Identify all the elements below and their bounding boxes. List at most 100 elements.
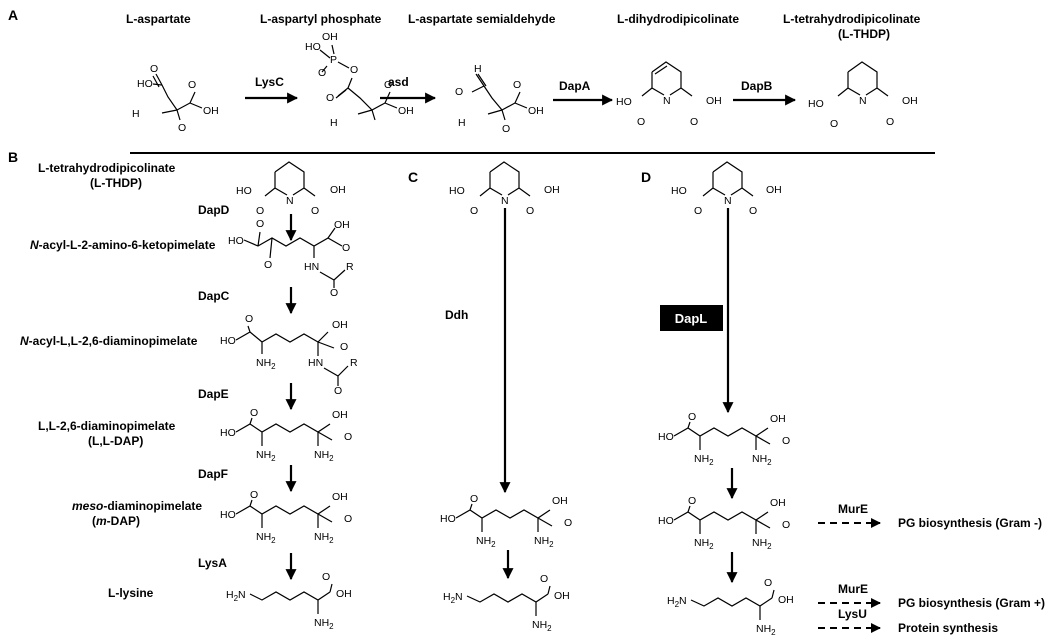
structure-l-thdp: N HO O OH O [808, 61, 918, 130]
atom-label: O [526, 205, 534, 217]
atom-label: O [150, 63, 158, 75]
atom-label: HO [236, 185, 252, 197]
structure-n-acyl-ketopimelate: HO O O OH O HN R O [228, 218, 354, 299]
compound-label: L-aspartate semialdehyde [408, 12, 556, 26]
compound-label: (m-DAP) [92, 514, 140, 528]
atom-label: N [663, 95, 671, 107]
atom-label: OH [544, 184, 560, 196]
atom-label: OH [766, 184, 782, 196]
atom-label: O [340, 341, 348, 353]
structure-ll-dap: HO O OH O NH2 NH2 [658, 411, 790, 467]
atom-label: HO [305, 41, 321, 53]
atom-label: O [513, 79, 521, 91]
atom-label: O [886, 116, 894, 128]
atom-label: NH2 [256, 531, 276, 545]
enzyme-label: MurE [838, 502, 868, 516]
enzyme-label: DapL [675, 311, 708, 326]
structure-l-thdp: N HO O OH O [671, 161, 782, 217]
atom-label: O [764, 577, 772, 589]
structure-l-lysine: H2N O OH NH2 [443, 573, 570, 633]
atom-label: NH2 [532, 619, 552, 633]
atom-label: HO [440, 513, 456, 525]
atom-label: O [188, 79, 196, 91]
atom-label: O [311, 205, 319, 217]
atom-label: O [318, 67, 326, 79]
atom-label: H2N [443, 591, 463, 605]
dapl-badge: DapL [660, 305, 723, 331]
compound-label: L-aspartate [126, 12, 191, 26]
atom-label: N [286, 195, 294, 207]
atom-label: OH [203, 105, 219, 117]
structure-l-dihydrodipicolinate: N HO O OH O [616, 61, 722, 128]
atom-label: H2N [667, 595, 687, 609]
compound-label: (L-THDP) [90, 176, 142, 190]
atom-label: OH [398, 105, 414, 117]
atom-label: O [688, 411, 696, 423]
structure-l-thdp: N HO O OH O [236, 161, 346, 217]
atom-label: O [690, 116, 698, 128]
atom-label: NH2 [256, 449, 276, 463]
atom-label: H2N [226, 589, 246, 603]
atom-label: O [782, 519, 790, 531]
product-label: PG biosynthesis (Gram -) [898, 516, 1042, 530]
atom-label: HO [220, 335, 236, 347]
atom-label: O [178, 122, 186, 134]
atom-label: OH [332, 319, 348, 331]
structure-l-aspartyl-phosphate: HO OH P O O O H O OH [305, 31, 414, 129]
atom-label: O [250, 489, 258, 501]
atom-label: HO [671, 185, 687, 197]
structure-l-aspartate-semialdehyde: H O H O OH O [455, 63, 544, 135]
atom-label: O [326, 92, 334, 104]
product-label: PG biosynthesis (Gram +) [898, 596, 1045, 610]
atom-label: O [322, 571, 330, 583]
atom-label: H [330, 117, 338, 129]
atom-label: OH [332, 491, 348, 503]
atom-label: OH [778, 594, 794, 606]
atom-label: NH2 [314, 617, 334, 631]
atom-label: O [256, 218, 264, 230]
structure-l-lysine: H2N O OH NH2 [226, 571, 352, 631]
atom-label: N [724, 195, 732, 207]
atom-label: O [455, 86, 463, 98]
enzyme-label: DapE [198, 387, 229, 401]
panel-d-label: D [641, 169, 651, 185]
atom-label: OH [332, 409, 348, 421]
panel-c: N HO O OH O Ddh HO O OH O NH2 NH2 H2N O … [440, 161, 572, 633]
atom-label: O [688, 495, 696, 507]
atom-label: O [334, 385, 342, 397]
compound-label: meso-diaminopimelate [72, 499, 202, 513]
atom-label: O [342, 242, 350, 254]
atom-label: O [637, 116, 645, 128]
atom-label: R [350, 357, 358, 369]
compound-label: N-acyl-L-2-amino-6-ketopimelate [30, 238, 216, 252]
atom-label: NH2 [694, 537, 714, 551]
atom-label: O [344, 513, 352, 525]
compound-label: (L-THDP) [838, 27, 890, 41]
atom-label: HO [220, 427, 236, 439]
atom-label: O [749, 205, 757, 217]
panel-b-label: B [8, 149, 18, 165]
atom-label: HO [449, 185, 465, 197]
enzyme-label: DapC [198, 289, 230, 303]
atom-label: NH2 [314, 449, 334, 463]
compound-label: L-tetrahydrodipicolinate [783, 12, 921, 26]
atom-label: HN [304, 261, 319, 273]
atom-label: O [470, 205, 478, 217]
panel-c-label: C [408, 169, 418, 185]
panel-a-label: A [8, 7, 18, 23]
atom-label: P [330, 54, 337, 66]
atom-label: HO [658, 431, 674, 443]
compound-label: N-acyl-L,L-2,6-diaminopimelate [20, 334, 198, 348]
atom-label: NH2 [694, 453, 714, 467]
atom-label: NH2 [534, 535, 554, 549]
atom-label: NH2 [314, 531, 334, 545]
compound-label: L,L-2,6-diaminopimelate [38, 419, 176, 433]
structure-l-aspartate: O HO H O OH O [132, 63, 219, 134]
enzyme-label: DapB [741, 79, 773, 93]
atom-label: HO [137, 78, 153, 90]
atom-label: O [344, 431, 352, 443]
structure-meso-dap: HO O OH O NH2 NH2 [658, 495, 790, 551]
atom-label: O [782, 435, 790, 447]
atom-label: OH [770, 497, 786, 509]
enzyme-label: asd [388, 75, 409, 89]
